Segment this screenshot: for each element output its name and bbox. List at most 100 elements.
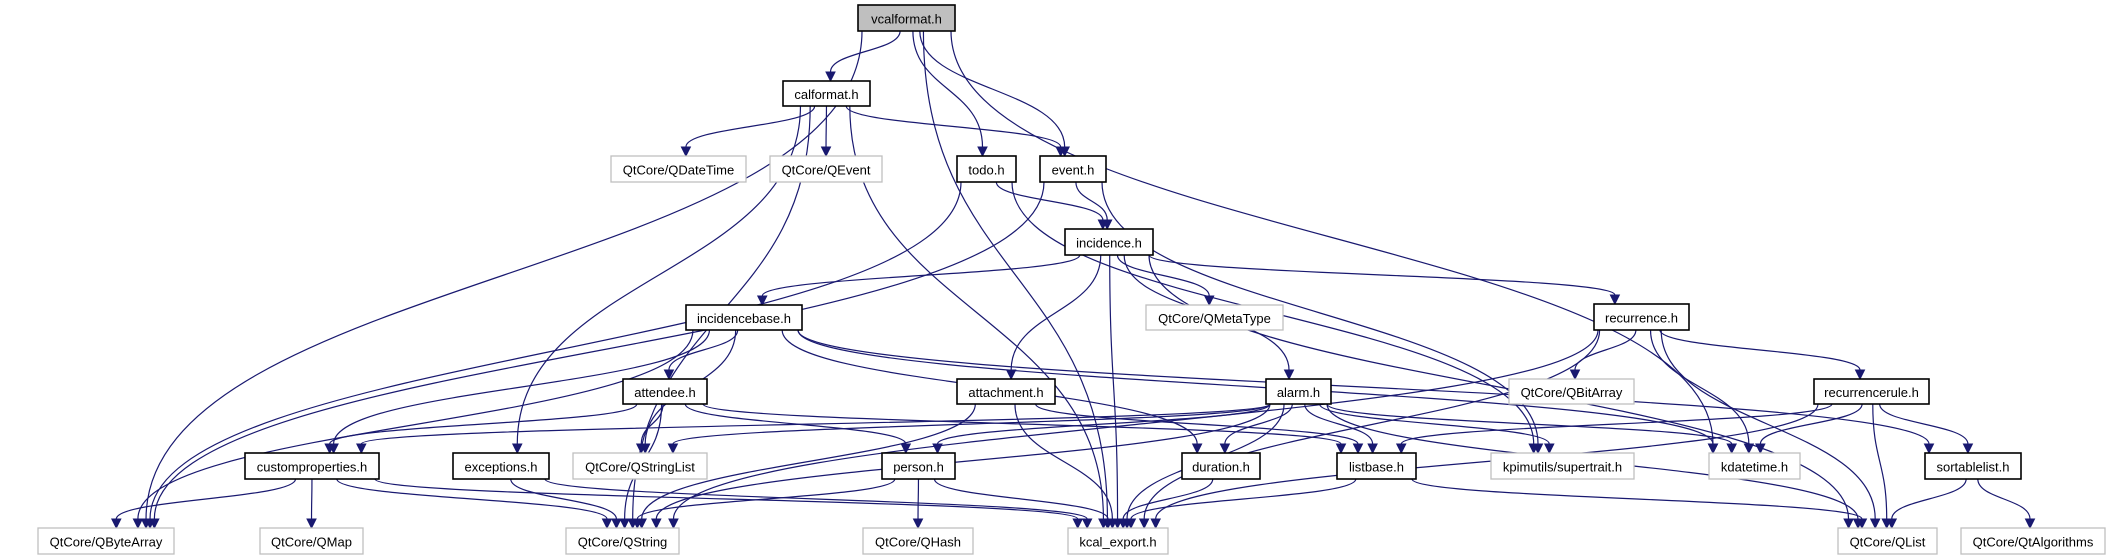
edge-incidencebase-to-customproperties — [333, 329, 711, 445]
arrowhead-icon — [1532, 443, 1544, 455]
node-incidence[interactable]: incidence.h — [1064, 228, 1154, 256]
node-box[interactable] — [1837, 527, 1938, 555]
edge-listbase-to-qlist — [1411, 478, 1863, 520]
node-qmap[interactable]: QtCore/QMap — [259, 527, 364, 555]
node-label: exceptions.h — [465, 460, 538, 475]
edge-attendee-to-customproperties — [329, 403, 638, 445]
node-box[interactable] — [37, 527, 175, 555]
edge-incidence-to-attachment — [1010, 254, 1102, 371]
node-label: kcal_export.h — [1079, 535, 1156, 550]
node-box[interactable] — [1490, 452, 1635, 480]
node-vcalformat[interactable]: vcalformat.h — [857, 4, 956, 32]
node-box[interactable] — [1265, 378, 1332, 405]
node-todo[interactable]: todo.h — [956, 155, 1017, 183]
node-qstringlist[interactable]: QtCore/QStringList — [572, 452, 708, 480]
node-box[interactable] — [622, 378, 708, 405]
node-box[interactable] — [259, 527, 364, 555]
node-box[interactable] — [244, 452, 380, 480]
arrowhead-icon — [668, 518, 679, 530]
node-box[interactable] — [956, 155, 1017, 183]
node-listbase[interactable]: listbase.h — [1336, 452, 1417, 480]
node-event[interactable]: event.h — [1039, 155, 1107, 183]
node-box[interactable] — [956, 378, 1056, 405]
edge-recurrencerule-to-kdatetime — [1759, 403, 1863, 445]
node-qhash[interactable]: QtCore/QHash — [862, 527, 974, 555]
node-alarm[interactable]: alarm.h — [1265, 378, 1332, 405]
arrowhead-icon — [1101, 219, 1113, 231]
node-customproperties[interactable]: customproperties.h — [244, 452, 380, 480]
edge-recurrencerule-to-kcal_export — [1155, 403, 1819, 520]
node-incidencebase[interactable]: incidencebase.h — [685, 304, 803, 331]
edge-incidencebase-to-qbytearray — [137, 329, 694, 520]
arrowhead-icon — [110, 518, 122, 530]
node-box[interactable] — [862, 527, 974, 555]
arrowhead-icon — [1854, 369, 1866, 381]
node-person[interactable]: person.h — [881, 452, 956, 480]
arrowhead-icon — [663, 369, 675, 381]
edge-alarm-to-customproperties — [360, 403, 1271, 445]
node-box[interactable] — [782, 80, 871, 107]
node-box[interactable] — [881, 452, 956, 480]
node-qevent[interactable]: QtCore/QEvent — [769, 155, 883, 183]
arrowhead-icon — [1743, 443, 1755, 455]
node-box[interactable] — [452, 452, 550, 480]
edge-recurrence-to-qbitarray — [1574, 329, 1637, 371]
node-attachment[interactable]: attachment.h — [956, 378, 1056, 405]
arrowhead-icon — [149, 518, 160, 530]
node-box[interactable] — [1708, 452, 1801, 480]
node-box[interactable] — [1067, 527, 1169, 555]
arrowhead-icon — [1856, 518, 1868, 530]
node-label: vcalformat.h — [871, 12, 942, 27]
node-box[interactable] — [610, 155, 747, 183]
node-kcal_export[interactable]: kcal_export.h — [1067, 527, 1169, 555]
node-box[interactable] — [1064, 228, 1154, 256]
node-calformat[interactable]: calformat.h — [782, 80, 871, 107]
edge-customproperties-to-qbytearray — [115, 478, 297, 520]
node-box[interactable] — [1924, 452, 2022, 480]
arrowhead-icon — [1283, 369, 1295, 381]
edge-sortablelist-to-qlist — [1891, 478, 1967, 520]
node-box[interactable] — [1960, 527, 2106, 555]
edge-recurrence-to-qstring — [672, 329, 1599, 520]
node-box[interactable] — [1593, 303, 1690, 331]
edge-customproperties-to-kcal_export — [374, 478, 1079, 520]
edge-attachment-to-listbase — [1035, 403, 1359, 445]
node-box[interactable] — [1813, 378, 1930, 405]
node-box[interactable] — [1039, 155, 1107, 183]
edge-sortablelist-to-qtalgorithms — [1977, 478, 2031, 520]
node-box[interactable] — [1336, 452, 1417, 480]
node-box[interactable] — [1181, 452, 1261, 480]
node-qmetatype[interactable]: QtCore/QMetaType — [1145, 304, 1284, 331]
node-box[interactable] — [565, 527, 680, 555]
node-box[interactable] — [572, 452, 708, 480]
edge-calformat-to-qdatetime — [685, 105, 816, 148]
edges-layer — [110, 30, 2036, 530]
node-supertrait[interactable]: kpimutils/supertrait.h — [1490, 452, 1635, 480]
node-qdatetime[interactable]: QtCore/QDateTime — [610, 155, 747, 183]
arrowhead-icon — [611, 518, 622, 530]
node-attendee[interactable]: attendee.h — [622, 378, 708, 405]
node-qtalgorithms[interactable]: QtCore/QtAlgorithms — [1960, 527, 2106, 555]
node-box[interactable] — [1145, 304, 1284, 331]
node-sortablelist[interactable]: sortablelist.h — [1924, 452, 2022, 480]
node-qbytearray[interactable]: QtCore/QByteArray — [37, 527, 175, 555]
node-recurrencerule[interactable]: recurrencerule.h — [1813, 378, 1930, 405]
node-qlist[interactable]: QtCore/QList — [1837, 527, 1938, 555]
node-recurrence[interactable]: recurrence.h — [1593, 303, 1690, 331]
node-box[interactable] — [769, 155, 883, 183]
node-label: attendee.h — [634, 385, 695, 400]
node-label: sortablelist.h — [1937, 460, 2010, 475]
node-kdatetime[interactable]: kdatetime.h — [1708, 452, 1801, 480]
node-box[interactable] — [685, 304, 803, 331]
node-duration[interactable]: duration.h — [1181, 452, 1261, 480]
edge-exceptions-to-kcal_export — [544, 478, 1088, 520]
node-qbitarray[interactable]: QtCore/QBitArray — [1508, 378, 1635, 405]
arrowhead-icon — [132, 518, 144, 530]
arrowhead-icon — [667, 443, 679, 455]
node-qstring[interactable]: QtCore/QString — [565, 527, 680, 555]
node-exceptions[interactable]: exceptions.h — [452, 452, 550, 480]
node-box[interactable] — [857, 4, 956, 32]
node-box[interactable] — [1508, 378, 1635, 405]
edge-vcalformat-to-kcal_export — [922, 30, 1109, 520]
